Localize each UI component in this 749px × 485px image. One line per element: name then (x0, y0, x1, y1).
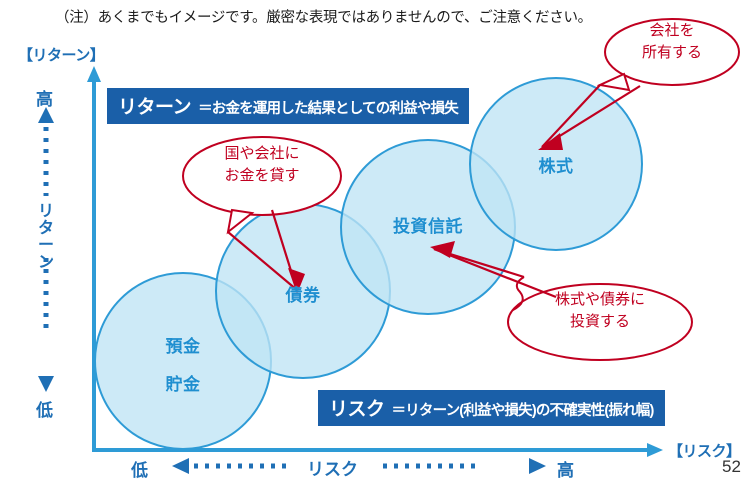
callout-text-trust: 株式や債券に 投資する (528, 289, 672, 333)
callout-stock-line2: 所有する (641, 44, 702, 61)
y-axis (87, 66, 101, 452)
circle-label-bond: 債券 (285, 286, 321, 305)
risk-term: リスク (329, 399, 385, 420)
x-axis-scale-arrows (172, 458, 546, 474)
x-axis (92, 443, 663, 457)
circle-label-deposit-line2: 貯金 (165, 375, 201, 394)
callout-bond-line2: お金を貸す (224, 167, 300, 184)
x-axis-low-label: 低 (131, 461, 148, 480)
callout-trust-line1: 株式や債券に (554, 291, 645, 308)
y-axis-scale-label: リターン (37, 203, 54, 271)
y-axis-title: 【リターン】 (18, 47, 105, 64)
risk-definition: ＝リターン(利益や損失)の不確実性(振れ幅) (391, 403, 655, 419)
circle-label-stock: 株式 (538, 157, 574, 176)
risk-definition-banner: リスク ＝リターン(利益や損失)の不確実性(振れ幅) (318, 390, 665, 426)
x-axis-scale-label: リスク (307, 460, 358, 479)
return-definition: ＝お金を運用した結果としての利益や損失 (198, 101, 459, 117)
callout-stock-line1: 会社を (649, 22, 695, 39)
circle-label-trust: 投資信託 (393, 217, 463, 236)
callout-trust-line2: 投資する (569, 313, 630, 330)
callout-bond-line1: 国や会社に (224, 145, 300, 162)
y-axis-low-label: 低 (36, 401, 53, 420)
x-axis-title: 【リスク】 (668, 443, 741, 460)
circle-label-deposit-line1: 預金 (165, 337, 201, 356)
page-number: 52 (722, 457, 741, 476)
note-text: （注）あくまでもイメージです。厳密な表現ではありませんので、ご注意ください。 (55, 10, 592, 26)
callout-text-stock: 会社を 所有する (613, 20, 731, 64)
y-axis-high-label: 高 (36, 90, 53, 109)
circle-label-deposit: 預金 貯金 (153, 328, 213, 404)
callout-text-bond: 国や会社に お金を貸す (203, 143, 321, 187)
return-definition-banner: リターン ＝お金を運用した結果としての利益や損失 (107, 88, 469, 124)
x-axis-high-label: 高 (557, 461, 574, 480)
return-term: リターン (118, 97, 192, 118)
